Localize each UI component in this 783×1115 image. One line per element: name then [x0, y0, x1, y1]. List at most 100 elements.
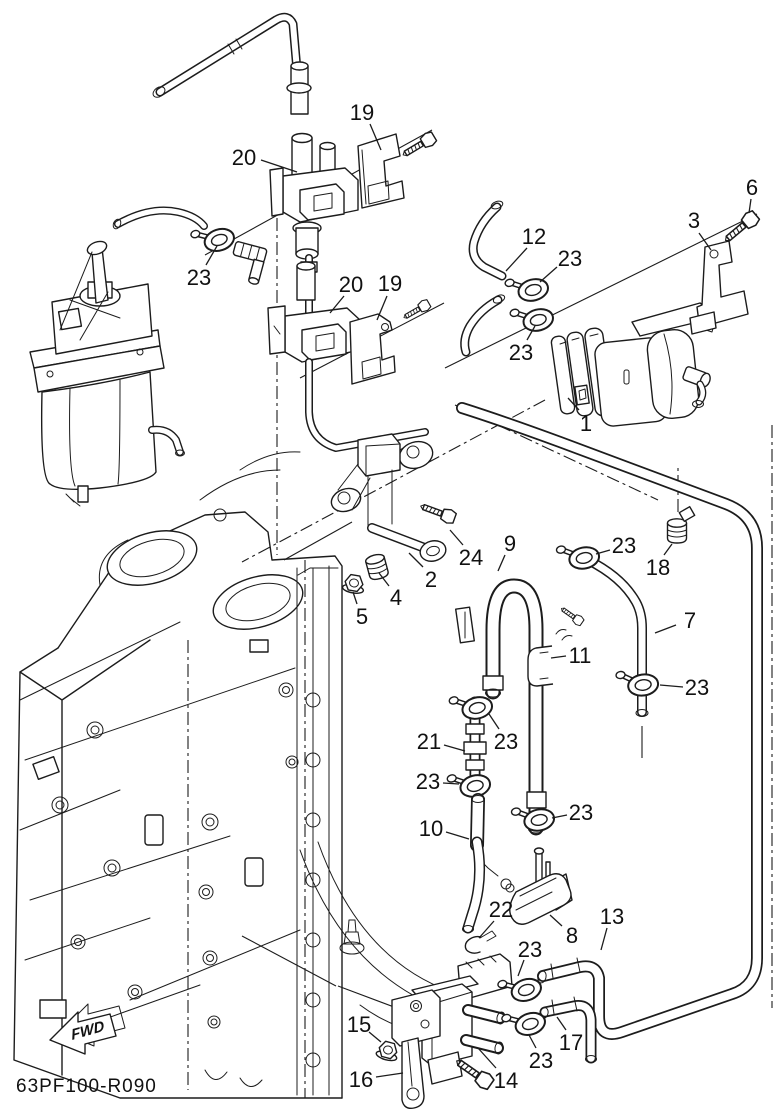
callout-label: 23 — [518, 937, 542, 962]
callout-leader — [408, 552, 424, 568]
canister — [550, 327, 711, 427]
callout-label: 19 — [350, 100, 374, 125]
callout-label: 13 — [600, 904, 624, 929]
bracket-19-lower — [349, 313, 396, 385]
callout-label: 15 — [347, 1012, 371, 1037]
bracket-3 — [689, 240, 749, 335]
callout-leader — [205, 245, 218, 266]
callout-label: 22 — [489, 897, 513, 922]
callout-label: 11 — [569, 643, 592, 668]
hose-17 — [539, 996, 597, 1064]
clamp-23 — [447, 766, 493, 802]
callout-leader — [556, 1016, 567, 1031]
bolt-6 — [719, 208, 762, 248]
callout-label: 9 — [504, 531, 516, 556]
diagram-code: 63PF100-R090 — [16, 1076, 157, 1097]
callout-leader — [260, 159, 298, 173]
callout-leader — [526, 325, 536, 341]
callout-label: 23 — [509, 340, 533, 365]
callout-leader — [329, 295, 345, 314]
callout-label: 18 — [646, 555, 670, 580]
bracket-16 — [391, 989, 441, 1110]
valve-14-group — [374, 953, 513, 1110]
clamp-23 — [504, 270, 550, 307]
fwd-arrow: FWD — [49, 1003, 126, 1055]
callout-label: 23 — [685, 675, 709, 700]
callout-leader — [505, 247, 528, 272]
callout-label: 23 — [187, 265, 211, 290]
callout-leader — [550, 655, 567, 659]
callout-label: 5 — [356, 604, 368, 629]
callout-label: 1 — [580, 411, 592, 436]
callout-leader — [748, 198, 752, 214]
holder-11 — [527, 603, 586, 687]
callout-leader — [595, 549, 611, 555]
callout-leader — [368, 1031, 382, 1043]
callout-label: 16 — [349, 1067, 373, 1092]
callout-label: 10 — [419, 816, 443, 841]
callout-label: 6 — [746, 175, 758, 200]
callout-label: 3 — [688, 208, 700, 233]
ring-22 — [464, 930, 497, 954]
bracket-19-upper — [357, 133, 405, 209]
callout-leader — [352, 591, 358, 605]
callout-label: 12 — [522, 224, 546, 249]
valve-8 — [483, 847, 573, 925]
canister-group — [460, 200, 762, 427]
callout-leader — [449, 529, 464, 546]
callout-leader — [477, 1047, 497, 1069]
hose-10 — [462, 793, 486, 934]
callout-leader — [654, 624, 677, 634]
callout-leader — [375, 1072, 404, 1078]
callout-label: 14 — [494, 1068, 518, 1093]
fuel-pump-lower — [267, 261, 361, 363]
callout-label: 8 — [566, 923, 578, 948]
callout-leader — [551, 814, 568, 819]
callout-leader — [600, 927, 608, 951]
callout-leader — [488, 713, 500, 730]
callout-leader — [659, 684, 684, 688]
callout-label: 17 — [559, 1030, 583, 1055]
callout-label: 23 — [558, 246, 582, 271]
grommet-18 — [666, 505, 696, 544]
hose-13 — [456, 402, 763, 1040]
callout-leader — [369, 123, 382, 151]
callout-leader — [443, 744, 466, 752]
callout-leader — [539, 266, 558, 283]
callout-leader — [528, 1034, 537, 1049]
callout-leader — [442, 782, 460, 785]
engine-block — [13, 451, 456, 1099]
nut-5 — [341, 572, 367, 596]
barb-fitting — [232, 241, 268, 285]
callout-label: 20 — [232, 145, 256, 170]
callout-label: 23 — [612, 533, 636, 558]
callout-label: 4 — [390, 585, 402, 610]
callout-label: 19 — [378, 271, 402, 296]
callout-label: 24 — [459, 545, 483, 570]
pipe-9 — [455, 578, 547, 836]
bolt-24 — [417, 498, 458, 526]
callout-leader — [663, 543, 673, 556]
callout-leader — [698, 232, 712, 251]
callout-label: 2 — [425, 567, 437, 592]
callout-leader — [567, 397, 580, 411]
bracket-2-group — [330, 433, 458, 596]
callout-leader — [497, 554, 506, 572]
callout-label: 23 — [416, 769, 440, 794]
vapor-separator — [29, 206, 208, 507]
assembly-lines — [204, 129, 773, 1014]
callout-label: 23 — [569, 800, 593, 825]
callout-leader — [376, 295, 388, 321]
callout-label: 7 — [684, 608, 696, 633]
fuel-pump-assembly — [152, 12, 439, 555]
callout-leader — [478, 920, 495, 939]
callout-label: 23 — [529, 1048, 553, 1073]
grommet-4 — [363, 552, 390, 582]
callout-label: 21 — [417, 729, 441, 754]
callout-label: 23 — [494, 729, 518, 754]
callout-leader — [549, 914, 563, 927]
callout-leader — [517, 959, 525, 977]
